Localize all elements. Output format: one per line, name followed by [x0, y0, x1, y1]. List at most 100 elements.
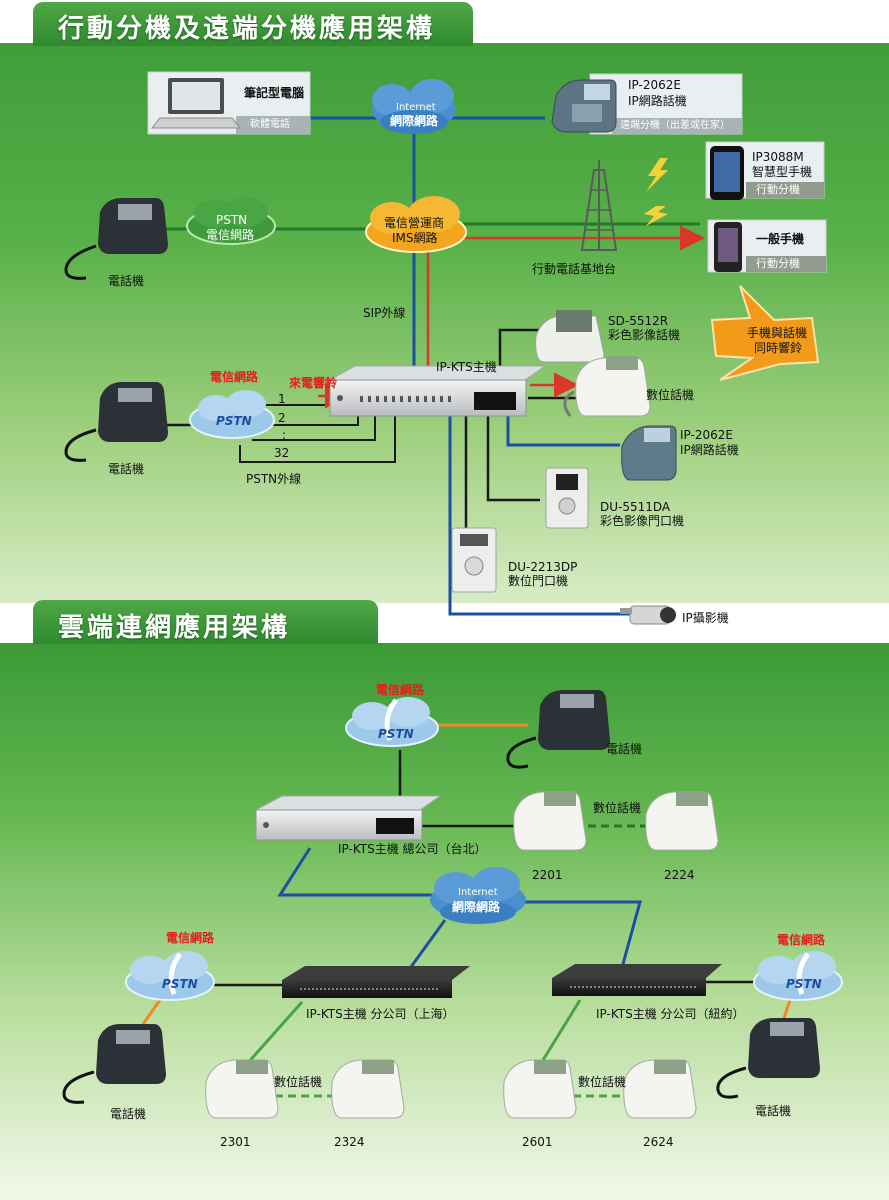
pstn-top-label: PSTN [378, 727, 414, 741]
phone-top2-label: 電話機 [606, 742, 643, 756]
kts-host-icon [328, 365, 547, 417]
laptop-icon [150, 78, 242, 129]
digital-phone-top-label: 數位話機 [593, 801, 642, 815]
smartphone-icon [710, 146, 744, 200]
pstn-right-label: PSTN [786, 977, 822, 991]
ip-phone-icon [551, 79, 617, 133]
ip3088m-name-label: 智慧型手機 [752, 165, 813, 179]
cloud-icon [345, 697, 439, 747]
desk-phone-icon [506, 690, 610, 769]
desk-phone-icon [64, 198, 168, 280]
remote-ext-label: 遠端分機（出差或在家） [620, 120, 730, 131]
internet-en-label-2: Internet [458, 887, 498, 898]
section1-connection-lines [155, 116, 705, 616]
ip3088m-model-label: IP3088M [752, 150, 804, 164]
kts-host-label: IP-KTS主機 [436, 360, 497, 374]
telecom-left-label: 電信網路 [166, 931, 215, 945]
line-2-label: 2 [278, 411, 286, 425]
ip-phone-icon [621, 425, 677, 481]
newyork-host-label: IP-KTS主機 分公司（紐約） [596, 1007, 745, 1021]
section1-title-tab [33, 2, 473, 46]
shanghai-host-label: IP-KTS主機 分公司（上海） [306, 1007, 455, 1021]
door-phone-icon [451, 527, 497, 593]
cloud-icon [430, 867, 526, 924]
ext-2324-label: 2324 [334, 1135, 365, 1149]
ext-2224-label: 2224 [664, 868, 695, 882]
pstn-green-en-label: PSTN [216, 213, 248, 227]
section2-title: 雲端連網應用架構 [58, 613, 291, 643]
general-phone-label: 一般手機 [756, 232, 805, 246]
line-dots-label: : [282, 428, 287, 442]
line-1-label: 1 [278, 392, 286, 406]
sd5512r-model-label: SD-5512R [608, 314, 669, 328]
du5511da-name-label: 彩色影像門口機 [600, 514, 685, 528]
ext-2601-label: 2601 [522, 1135, 553, 1149]
ext-2624-label: 2624 [643, 1135, 674, 1149]
digital-phone-icon [503, 1059, 577, 1119]
internet-en-label: Internet [396, 102, 436, 113]
ip-camera-icon [620, 605, 676, 625]
pstn-green-cn-label: 電信網路 [206, 228, 255, 242]
ip2062e-name-label-2: IP網路話機 [680, 443, 739, 457]
digital-phone-sh-label: 數位話機 [274, 1075, 323, 1089]
cell-tower-icon [580, 160, 618, 251]
phone-right2-label: 電話機 [755, 1104, 792, 1118]
cloud-icon [186, 197, 276, 245]
kts-host-icon [552, 964, 722, 996]
kts-host-icon [282, 966, 470, 998]
base-station-label: 行動電話基地台 [532, 262, 617, 276]
telecom-red-label: 電信網路 [210, 370, 259, 384]
ext-2301-label: 2301 [220, 1135, 251, 1149]
digital-phone-icon [645, 791, 719, 851]
section1-title: 行動分機及遠端分機應用架構 [58, 14, 436, 44]
ip2062e-name-label: IP網路話機 [628, 94, 687, 108]
desk-phone-icon [64, 382, 168, 462]
ring-together-callout [710, 285, 820, 381]
pstn-trunk-label: PSTN外線 [246, 472, 302, 486]
cloud-icon [125, 951, 215, 1001]
softphone-label: 軟體電話 [250, 119, 290, 130]
digital-phone-ny-label: 數位話機 [578, 1075, 627, 1089]
internet-cn-label-2: 網際網路 [452, 900, 501, 914]
line-32-label: 32 [274, 446, 290, 460]
cloud-icon [189, 390, 275, 439]
telecom-right-label: 電信網路 [777, 933, 826, 947]
video-phone-icon [535, 310, 605, 363]
pstn-left-italic: PSTN [216, 414, 252, 428]
pstn-left-label: PSTN [162, 977, 198, 991]
cloud-icon [372, 79, 456, 134]
telecom-top-label: 電信網路 [376, 683, 425, 697]
digital-phone-icon [513, 791, 587, 851]
ims-label-2: IMS網路 [392, 231, 438, 245]
du2213dp-model-label: DU-2213DP [508, 560, 578, 574]
digital-phone-icon [205, 1059, 279, 1119]
ring-together-label-1: 手機與話機 [747, 326, 808, 340]
laptop-label: 筆記型電腦 [244, 86, 305, 100]
ip-camera-label: IP攝影機 [682, 611, 729, 625]
hq-host-label: IP-KTS主機 總公司（台北） [338, 842, 487, 856]
kts-host-icon [255, 795, 442, 841]
mobile-ext-bar-1: 行動分機 [746, 182, 824, 198]
ims-label-1: 電信營運商 [384, 216, 445, 230]
digital-phone-icon [563, 356, 651, 417]
cloud-icon [365, 196, 467, 253]
du5511da-model-label: DU-5511DA [600, 500, 671, 514]
phone-top-label: 電話機 [108, 274, 145, 288]
internet-cn-label: 網際網路 [390, 114, 439, 128]
sip-trunk-label: SIP外線 [363, 306, 406, 320]
desk-phone-icon [62, 1024, 166, 1104]
digital-phone-label: 數位話機 [646, 388, 695, 402]
mobile-ext-bar-2: 行動分機 [746, 256, 826, 272]
ip2062e-model-label-2: IP-2062E [680, 428, 733, 442]
du2213dp-name-label: 數位門口機 [508, 574, 569, 588]
incoming-ring-label: 來電響鈴 [289, 376, 338, 390]
ip2062e-model-label: IP-2062E [628, 78, 681, 92]
ext-2201-label: 2201 [532, 868, 563, 882]
phone-left-label: 電話機 [108, 462, 145, 476]
digital-phone-icon [623, 1059, 697, 1119]
desk-phone-icon [716, 1018, 820, 1099]
cloud-icon [753, 951, 843, 1001]
sd5512r-name-label: 彩色影像話機 [608, 328, 681, 342]
